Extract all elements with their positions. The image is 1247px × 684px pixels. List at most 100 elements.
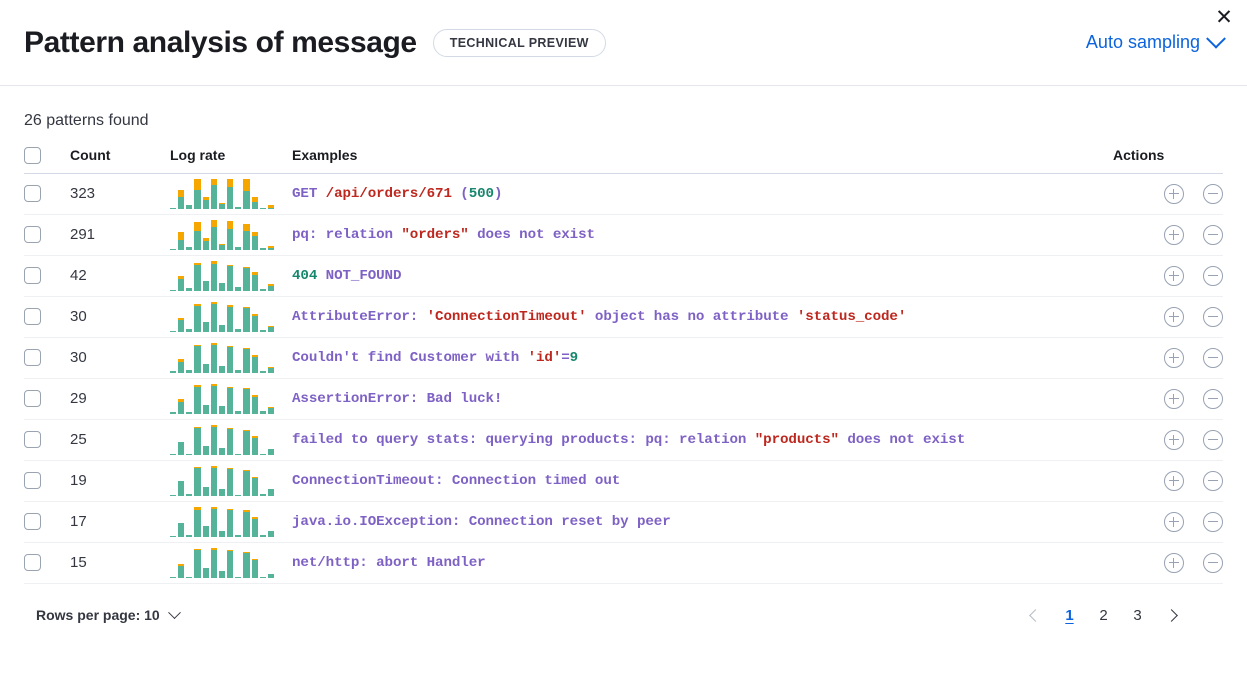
sparkline-bar (227, 466, 234, 496)
sparkline-bar-segment-green (243, 430, 250, 455)
row-actions-cell (1113, 542, 1223, 584)
sparkline-bar (218, 261, 226, 291)
sparkline-bar (210, 219, 217, 250)
sparkline-bar-segment-orange (251, 355, 258, 358)
add-filter-icon[interactable] (1164, 429, 1184, 450)
sparkline-bar (227, 425, 234, 455)
sparkline-bar (251, 220, 258, 250)
pagination-page-3[interactable]: 3 (1133, 606, 1142, 624)
sparkline-bar-segment-orange (218, 243, 226, 246)
row-checkbox[interactable] (24, 267, 41, 285)
row-count: 29 (70, 378, 170, 420)
sparkline-bar (251, 548, 258, 578)
row-example-cell: ConnectionTimeout: Connection timed out (292, 460, 1113, 502)
remove-filter-icon[interactable] (1203, 306, 1223, 327)
sparkline-bar-segment-green (210, 467, 217, 496)
sparkline-bar-segment-green (243, 230, 250, 250)
add-filter-icon[interactable] (1164, 265, 1184, 286)
remove-filter-icon[interactable] (1203, 429, 1223, 450)
row-count: 42 (70, 255, 170, 297)
sparkline-bar (243, 548, 250, 578)
sparkline-bar-segment-green (243, 268, 250, 291)
sparkline-bar-segment-green (227, 429, 234, 455)
sparkline-bar-segment-green (194, 346, 201, 373)
row-checkbox[interactable] (24, 349, 41, 367)
sparkline-bar-segment-green (210, 264, 217, 291)
sparkline-bar (218, 425, 226, 455)
sparkline-bar (235, 343, 242, 373)
row-checkbox[interactable] (24, 308, 41, 326)
remove-filter-icon[interactable] (1203, 388, 1223, 409)
row-checkbox[interactable] (24, 513, 41, 531)
sparkline-bar-segment-orange (251, 231, 258, 237)
sparkline-bar (186, 548, 193, 578)
sparkline-bar (243, 507, 250, 537)
example-token: 'status_code' (796, 308, 907, 325)
remove-filter-icon[interactable] (1203, 552, 1223, 573)
add-filter-icon[interactable] (1164, 511, 1184, 532)
row-count: 15 (70, 542, 170, 584)
add-filter-icon[interactable] (1164, 183, 1184, 204)
row-example-cell: pq: relation "orders" does not exist (292, 214, 1113, 256)
remove-filter-icon[interactable] (1203, 470, 1223, 491)
log-rate-sparkline (170, 465, 275, 496)
sparkline-bar-segment-green (178, 481, 185, 496)
rows-per-page-selector[interactable]: Rows per page: 10 (36, 606, 181, 623)
row-actions-cell (1113, 337, 1223, 379)
remove-filter-icon[interactable] (1203, 511, 1223, 532)
pagination-page-2[interactable]: 2 (1099, 606, 1108, 624)
row-checkbox[interactable] (24, 226, 41, 244)
remove-filter-icon[interactable] (1203, 224, 1223, 245)
sparkline-bar-segment-green (202, 405, 209, 414)
sparkline-bar-segment-green (202, 568, 209, 578)
row-select-cell (24, 542, 70, 584)
remove-filter-icon[interactable] (1203, 347, 1223, 368)
sparkline-bar (210, 506, 217, 537)
sparkline-bar-segment-green (267, 489, 275, 496)
pagination-next-button[interactable] (1156, 600, 1187, 631)
pattern-example-text: pq: relation "orders" does not exist (292, 227, 1113, 243)
sparkline-bar-segment-green (202, 199, 209, 209)
sparkline-bar-segment-orange (194, 385, 201, 388)
row-checkbox[interactable] (24, 390, 41, 408)
row-checkbox[interactable] (24, 185, 41, 203)
example-token: 'ConnectionTimeout' (426, 308, 587, 325)
example-token: ) (493, 185, 503, 202)
sparkline-bar (243, 261, 250, 291)
sparkline-bar (259, 302, 266, 332)
pagination-page-1[interactable]: 1 (1065, 606, 1074, 624)
add-filter-icon[interactable] (1164, 470, 1184, 491)
sparkline-bar-segment-orange (243, 388, 250, 390)
row-checkbox[interactable] (24, 472, 41, 490)
add-filter-icon[interactable] (1164, 347, 1184, 368)
sparkline-bar-segment-orange (243, 429, 250, 431)
example-token: NOT_FOUND (317, 267, 402, 284)
add-filter-icon[interactable] (1164, 388, 1184, 409)
remove-filter-icon[interactable] (1203, 265, 1223, 286)
sparkline-bar-segment-green (227, 229, 234, 250)
sparkline-bar (186, 220, 193, 250)
close-icon[interactable]: ✕ (1215, 5, 1233, 29)
remove-filter-icon[interactable] (1203, 183, 1223, 204)
row-checkbox[interactable] (24, 554, 41, 572)
auto-sampling-dropdown[interactable]: Auto sampling (1086, 28, 1226, 53)
add-filter-icon[interactable] (1164, 224, 1184, 245)
sparkline-bar-segment-green (235, 206, 242, 209)
sparkline-bar-segment-orange (202, 237, 209, 242)
sparkline-bar (186, 507, 193, 537)
select-all-checkbox[interactable] (24, 146, 41, 164)
add-filter-icon[interactable] (1164, 552, 1184, 573)
sparkline-bar-segment-orange (210, 547, 217, 550)
add-filter-icon[interactable] (1164, 306, 1184, 327)
example-token: GET (292, 185, 326, 202)
row-checkbox[interactable] (24, 431, 41, 449)
pagination-prev-button[interactable] (1020, 600, 1051, 631)
sparkline-bar-segment-green (267, 207, 275, 209)
sparkline-bar (186, 425, 193, 455)
sparkline-bar-segment-green (235, 328, 242, 332)
